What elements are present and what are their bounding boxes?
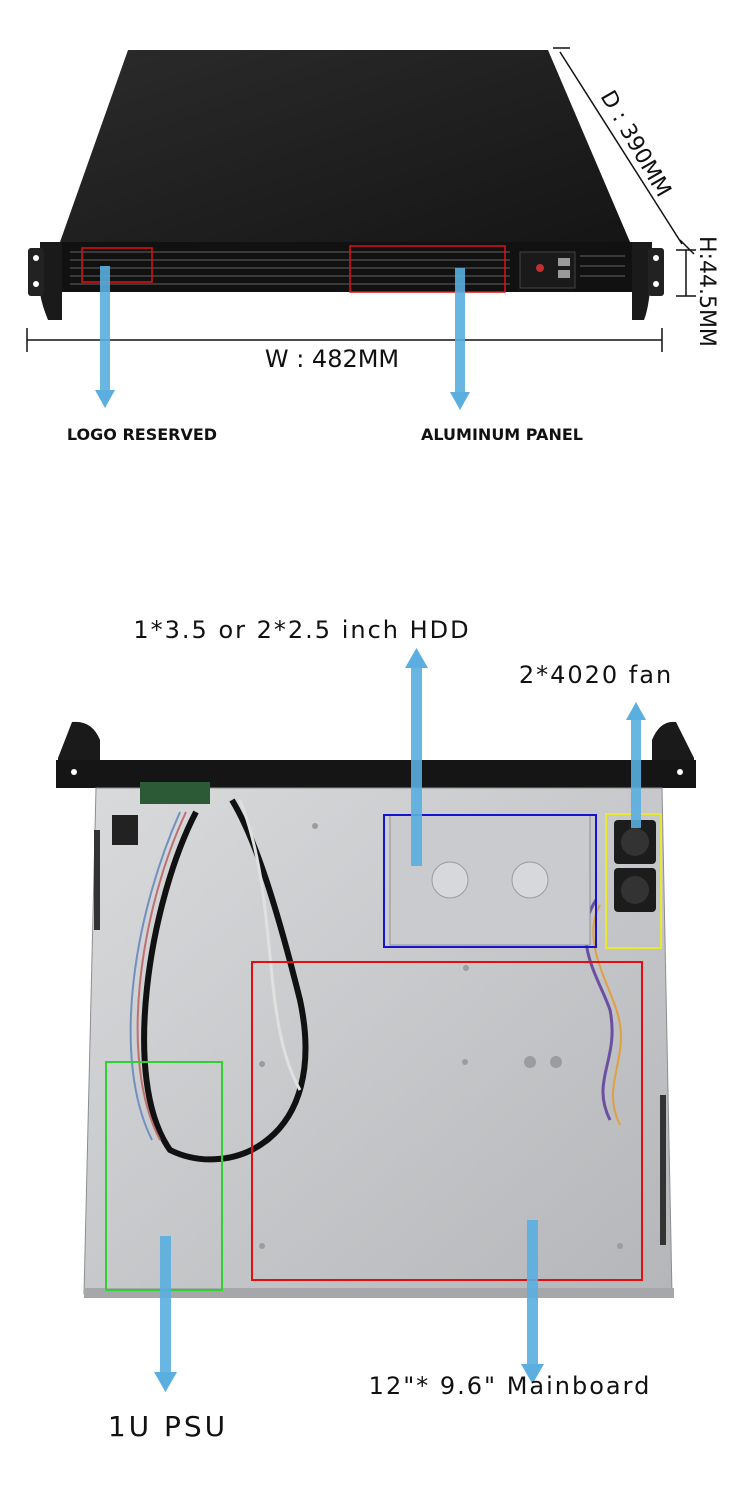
dimension-lines [26, 47, 696, 352]
left-rack-ear [58, 721, 100, 770]
hdd-arrow-icon [405, 648, 428, 866]
aluminum-panel-label: ALUMINUM PANEL [421, 425, 583, 444]
depth-label: D : 390MM [595, 87, 676, 202]
chassis-lid [60, 50, 630, 242]
standoff-holes [259, 823, 623, 1249]
power-led-icon [536, 264, 544, 272]
fan-arrow-icon [626, 702, 646, 828]
mainboard-label: 12"* 9.6" Mainboard [369, 1372, 652, 1400]
rear-edge [84, 1288, 674, 1298]
left-rack-ear [40, 242, 62, 320]
right-rack-ear [632, 242, 652, 320]
hdd-bracket-cutout [511, 861, 549, 899]
front-panel-pcb [140, 782, 210, 804]
height-label: H:44.5MM [694, 236, 719, 347]
logo-reserved-label: LOGO RESERVED [67, 425, 217, 444]
aluminum-panel-box [349, 245, 506, 293]
hdd-bracket-cutout [431, 861, 469, 899]
right-rack-ear-flange [648, 248, 664, 296]
side-vents [94, 830, 666, 1245]
mainboard-arrow-icon [521, 1220, 544, 1384]
psu-arrow-icon [154, 1236, 177, 1392]
logo-area-box [81, 247, 153, 283]
closed-chassis [28, 50, 664, 320]
hdd-label: 1*3.5 or 2*2.5 inch HDD [133, 616, 470, 644]
psu-label: 1U PSU [108, 1410, 228, 1443]
usb-port-icon [558, 270, 570, 278]
depth-dimension-line [559, 51, 683, 245]
hdd-bracket [389, 814, 591, 946]
usb-port-icon [558, 258, 570, 266]
left-rack-ear-flange [28, 248, 44, 296]
right-rack-ear [652, 721, 694, 770]
open-chassis [56, 721, 696, 1298]
logo-arrow-icon [95, 266, 115, 408]
fan-label: 2*4020 fan [519, 661, 673, 689]
hdd-bay-box [383, 814, 597, 948]
panel-arrow-icon [450, 268, 470, 410]
cable-bundle [129, 798, 622, 1163]
width-label: W : 482MM [265, 345, 399, 373]
mainboard-box [251, 961, 643, 1281]
connector-block [112, 815, 138, 845]
bezel-vent-slots [70, 251, 625, 285]
